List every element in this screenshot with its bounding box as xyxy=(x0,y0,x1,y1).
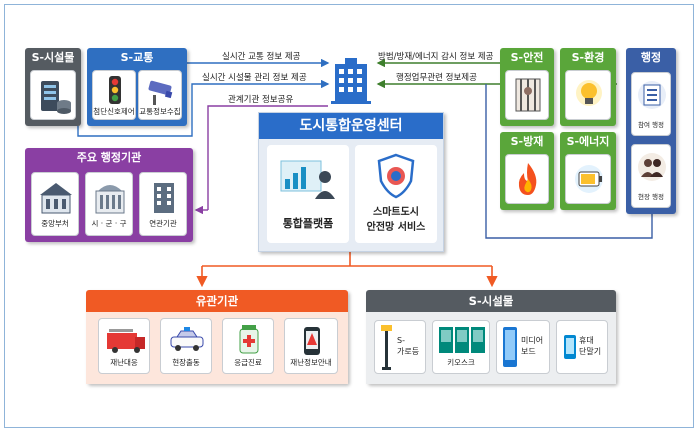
major-agencies-box: 주요 행정기관 중앙부처 시 · 군 · 구 연관기관 xyxy=(25,148,193,242)
streetlight-icon xyxy=(381,325,392,370)
participatory-admin-card: 참여 행정 xyxy=(631,72,671,136)
s-environment-card xyxy=(565,70,611,120)
central-ministry-label: 중앙부처 xyxy=(41,219,69,228)
mobile-device-card: 휴대 단말기 xyxy=(556,320,608,374)
media-board-icon xyxy=(503,327,517,367)
s-facility-bottom-title: S-시설물 xyxy=(468,294,514,308)
emergency-care-label: 응급진료 xyxy=(234,358,262,367)
s-safety-card xyxy=(505,70,549,120)
traffic-signal-card: 첨단신호제어 xyxy=(92,70,136,120)
s-disaster-card xyxy=(505,154,549,204)
city-hall-label: 시 · 군 · 구 xyxy=(91,219,127,228)
s-energy-card xyxy=(565,154,611,204)
traffic-info-label: 교통정보수집 xyxy=(139,107,181,116)
disaster-info-card: 재난정보안내 xyxy=(284,318,338,374)
field-dispatch-label: 현장출동 xyxy=(172,358,200,367)
s-environment-box: S-환경 xyxy=(560,48,616,126)
label-admin-info: 행정업무관련 정보제공 xyxy=(396,73,477,83)
fire-truck-icon xyxy=(107,329,145,353)
label-realtime-facility: 실시간 시설물 관리 정보 제공 xyxy=(202,73,307,83)
control-center-building-icon xyxy=(331,58,371,104)
major-agencies-title: 주요 행정기관 xyxy=(76,151,142,164)
jail-bars-icon xyxy=(515,78,541,112)
s-traffic-title: S-교통 xyxy=(120,51,154,64)
traffic-signal-label: 첨단신호제어 xyxy=(93,107,135,116)
traffic-info-card: 교통정보수집 xyxy=(138,70,182,120)
s-facility-title: S-시설물 xyxy=(31,51,75,64)
label-realtime-traffic: 실시간 교통 정보 제공 xyxy=(222,52,301,62)
server-card xyxy=(30,70,76,120)
traffic-light-icon xyxy=(109,76,121,104)
control-center-title: 도시통합운영센터 xyxy=(259,113,443,139)
medicine-icon xyxy=(239,325,259,354)
central-ministry-card: 중앙부처 xyxy=(31,172,79,236)
kiosk-icon xyxy=(439,327,485,353)
checklist-icon xyxy=(638,81,666,109)
fire-icon xyxy=(518,163,537,195)
field-admin-label: 현장 행정 xyxy=(638,193,664,201)
kiosk-label: 키오스크 xyxy=(447,358,475,367)
disaster-info-label: 재난정보안내 xyxy=(290,358,332,367)
safety-net-label-1: 스마트도시 xyxy=(373,207,419,218)
shield-icon xyxy=(377,153,415,199)
cctv-camera-icon xyxy=(148,80,173,105)
disaster-response-card: 재난대응 xyxy=(98,318,150,374)
police-car-icon xyxy=(170,327,204,351)
administration-title: 행정 xyxy=(640,51,662,64)
alert-phone-icon xyxy=(304,327,320,355)
lightbulb-icon xyxy=(576,80,602,106)
safety-net-card: 스마트도시 안전망 서비스 xyxy=(355,145,437,243)
s-safety-title: S-안전 xyxy=(510,51,544,64)
s-facility-bottom-box: S-시설물 S- 가로등 키오스크 미디어 보드 휴대 단말기 xyxy=(366,290,616,384)
government-building-icon xyxy=(40,183,72,214)
kiosk-card: 키오스크 xyxy=(432,320,490,374)
related-agency-label: 연관기관 xyxy=(149,219,177,228)
s-energy-title: S-에너지 xyxy=(566,135,610,148)
mobile-device-icon xyxy=(564,335,576,359)
integrated-platform-label: 통합플랫폼 xyxy=(282,217,334,230)
integrated-platform-card: 통합플랫폼 xyxy=(267,145,349,243)
s-disaster-box: S-방재 xyxy=(500,132,554,210)
label-safety-monitoring: 방범/방재/에너지 감시 정보 제공 xyxy=(378,52,494,62)
related-agencies-title: 유관기관 xyxy=(195,294,239,308)
control-center-box: 도시통합운영센터 통합플랫폼 스마트도시 안전망 서비스 xyxy=(258,112,444,252)
officials-icon xyxy=(638,153,666,181)
s-energy-box: S-에너지 xyxy=(560,132,616,210)
field-admin-card: 현장 행정 xyxy=(631,144,671,208)
streetlight-card: S- 가로등 xyxy=(374,320,426,374)
s-facility-box: S-시설물 xyxy=(25,48,81,126)
label-agency-sharing: 관계기관 정보공유 xyxy=(228,95,294,105)
s-traffic-box: S-교통 첨단신호제어 교통정보수집 xyxy=(87,48,187,126)
media-board-label: 미디어 보드 xyxy=(521,336,544,356)
city-hall-icon xyxy=(95,185,125,214)
related-agencies-box: 유관기관 재난대응 현장출동 응급진료 xyxy=(86,290,348,384)
s-environment-title: S-환경 xyxy=(571,51,605,64)
server-icon xyxy=(41,81,71,114)
administration-box: 행정 참여 행정 현장 행정 xyxy=(626,48,676,214)
office-building-icon xyxy=(154,183,174,213)
emergency-care-card: 응급진료 xyxy=(222,318,274,374)
battery-icon xyxy=(575,165,603,193)
safety-net-label-2: 안전망 서비스 xyxy=(366,222,426,233)
media-board-card: 미디어 보드 xyxy=(496,320,550,374)
diagram-frame xyxy=(4,4,694,428)
participatory-admin-label: 참여 행정 xyxy=(638,121,664,129)
disaster-response-label: 재난대응 xyxy=(110,358,138,367)
analytics-person-icon xyxy=(280,160,335,199)
streetlight-label: S- 가로등 xyxy=(397,336,420,356)
related-agency-card: 연관기관 xyxy=(139,172,187,236)
field-dispatch-card: 현장출동 xyxy=(160,318,212,374)
s-disaster-title: S-방재 xyxy=(510,135,544,148)
city-hall-card: 시 · 군 · 구 xyxy=(85,172,133,236)
s-safety-box: S-안전 xyxy=(500,48,554,126)
mobile-device-label: 휴대 단말기 xyxy=(579,336,602,356)
